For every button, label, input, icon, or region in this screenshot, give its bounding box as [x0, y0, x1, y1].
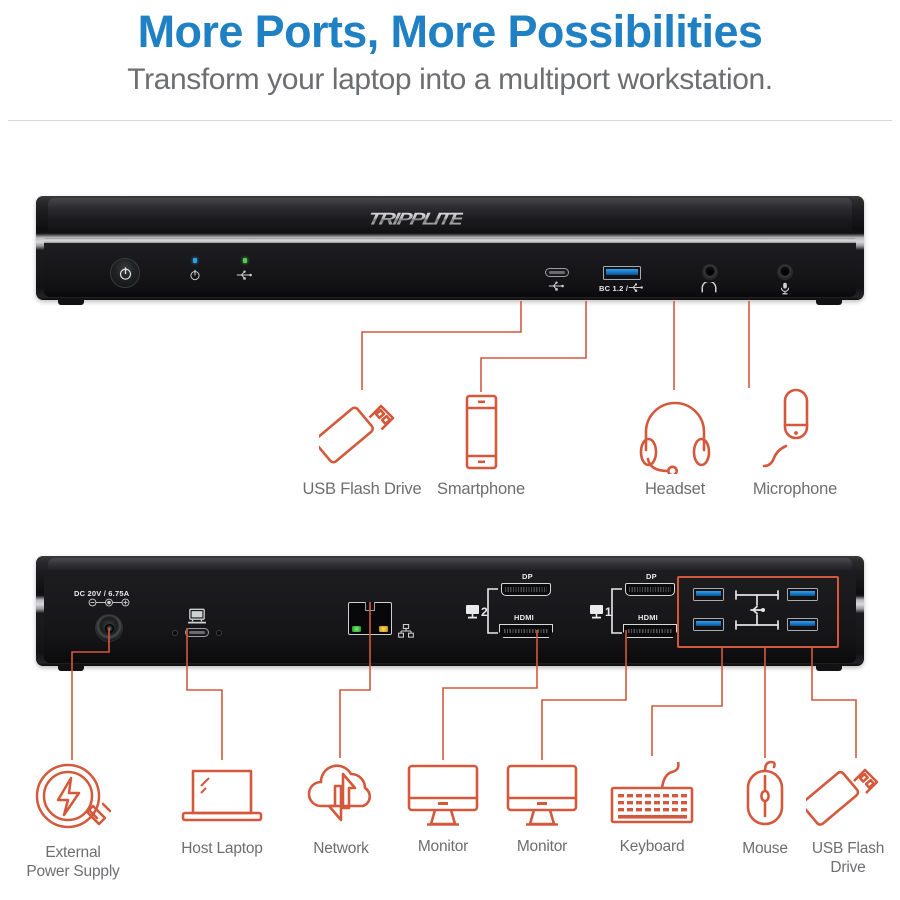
headphone-icon [701, 282, 717, 293]
callout-monitor-1: Monitor [392, 760, 494, 856]
port-silk-dp-2: DP [522, 572, 533, 581]
page-subtitle: Transform your laptop into a multiport w… [127, 63, 773, 96]
header: More Ports, More Possibilities Transform… [0, 0, 900, 118]
monitor-icon [466, 605, 479, 619]
port-hdmi-1[interactable] [623, 624, 677, 638]
port-silk-dp-1: DP [646, 572, 657, 581]
usb-flash-drive-icon [282, 392, 442, 479]
laptop-icon [155, 760, 289, 839]
power-button[interactable] [110, 258, 140, 288]
port-silk-hdmi-2: HDMI [514, 613, 534, 622]
callout-label: Host Laptop [181, 840, 263, 857]
smartphone-icon [432, 392, 530, 479]
microphone-icon [700, 388, 890, 479]
screw-hole-left [172, 630, 178, 636]
callout-label: Monitor [516, 838, 568, 855]
rj45-led-green [352, 626, 361, 632]
monitor-icon [491, 760, 593, 837]
rj45-led-amber [379, 626, 388, 632]
monitor-icon [392, 760, 494, 837]
port-silk-dc-in: DC 20V / 6.75A [74, 589, 130, 598]
brand-logo: TRIPPLITE [366, 208, 465, 229]
callout-label: Network [313, 840, 369, 857]
svg-text:2: 2 [481, 605, 488, 619]
front-dock-device: TRIPPLITE [36, 196, 864, 305]
port-usb-a-2[interactable] [693, 618, 724, 631]
callout-headset: Headset [620, 392, 730, 499]
callout-label: Headset [644, 480, 706, 498]
port-usb-a-bc12[interactable] [603, 266, 641, 280]
callout-keyboard: Keyboard [592, 756, 712, 856]
video-group-1-bracket: 1 [590, 588, 622, 634]
rear-dock-foot-left [58, 664, 84, 671]
rj45-notch [364, 602, 376, 611]
rear-dock-device: DC 20V / 6.75A [36, 556, 864, 671]
port-ethernet[interactable] [348, 602, 392, 635]
front-dock-foot-left [58, 298, 84, 305]
video-group-2-bracket: 2 [466, 588, 498, 634]
headset-icon [620, 392, 730, 479]
usb-icon-silk [236, 270, 252, 280]
callout-label: Smartphone [437, 480, 525, 498]
port-silk-bc12: BC 1.2 / [599, 284, 629, 293]
keyboard-icon [592, 756, 712, 837]
svg-text:1: 1 [605, 605, 612, 619]
callout-usb-flash-drive-rear: USB Flash Drive [796, 758, 900, 877]
callout-host-laptop: Host Laptop [155, 760, 289, 858]
usb-quad-highlight-box [677, 576, 839, 648]
microphone-icon [780, 282, 790, 295]
port-usb-c-host[interactable] [185, 628, 209, 637]
callout-label: Mouse [742, 840, 788, 857]
port-headphone-jack[interactable] [702, 264, 718, 280]
power-led [193, 258, 197, 263]
screw-hole-right [216, 630, 222, 636]
power-icon [119, 266, 131, 280]
callout-label: External Power Supply [26, 844, 120, 880]
lan-icon [398, 624, 414, 638]
port-usb-a-1[interactable] [693, 588, 724, 601]
usb-icon [628, 283, 643, 292]
header-divider [8, 120, 892, 121]
callout-monitor-2: Monitor [491, 760, 593, 856]
callout-label: USB Flash Drive [811, 840, 885, 876]
computer-icon [188, 608, 206, 624]
rear-dock-foot-right [816, 664, 842, 671]
port-microphone-jack[interactable] [777, 264, 793, 280]
callout-smartphone: Smartphone [432, 392, 530, 499]
port-usb-c-front[interactable] [545, 268, 569, 277]
usb-led [243, 258, 247, 263]
front-dock-foot-right [816, 298, 842, 305]
callout-microphone: Microphone [700, 388, 890, 499]
monitor-icon [590, 605, 603, 619]
power-supply-icon [2, 760, 144, 843]
cloud-network-icon [288, 758, 394, 839]
front-dock-top-face [47, 198, 853, 234]
callout-label: Monitor [417, 838, 469, 855]
callout-network: Network [288, 758, 394, 858]
front-dock-lip [44, 237, 856, 244]
usb-flash-drive-icon [796, 758, 900, 839]
port-hdmi-2[interactable] [499, 624, 553, 638]
callout-mouse: Mouse [713, 758, 817, 858]
usb-icon [735, 590, 779, 630]
usb-icon [548, 281, 564, 291]
callout-usb-flash-drive: USB Flash Drive [282, 392, 442, 499]
port-dc-in[interactable] [95, 614, 123, 642]
port-usb-a-3[interactable] [787, 588, 818, 601]
page-title: More Ports, More Possibilities [137, 6, 763, 57]
mouse-icon [713, 758, 817, 839]
callout-label: Keyboard [619, 838, 685, 855]
callout-label: USB Flash Drive [302, 480, 422, 498]
polarity-icon [88, 598, 130, 607]
callout-label: Microphone [752, 480, 838, 498]
callout-external-power-supply: External Power Supply [2, 760, 144, 881]
port-dp-2[interactable] [501, 583, 551, 596]
port-usb-a-4[interactable] [787, 618, 818, 631]
port-silk-hdmi-1: HDMI [638, 613, 658, 622]
power-icon-silk [190, 269, 200, 281]
port-dp-1[interactable] [625, 583, 675, 596]
rear-dock-top-face [47, 558, 853, 573]
front-dock-front-face [44, 242, 856, 297]
